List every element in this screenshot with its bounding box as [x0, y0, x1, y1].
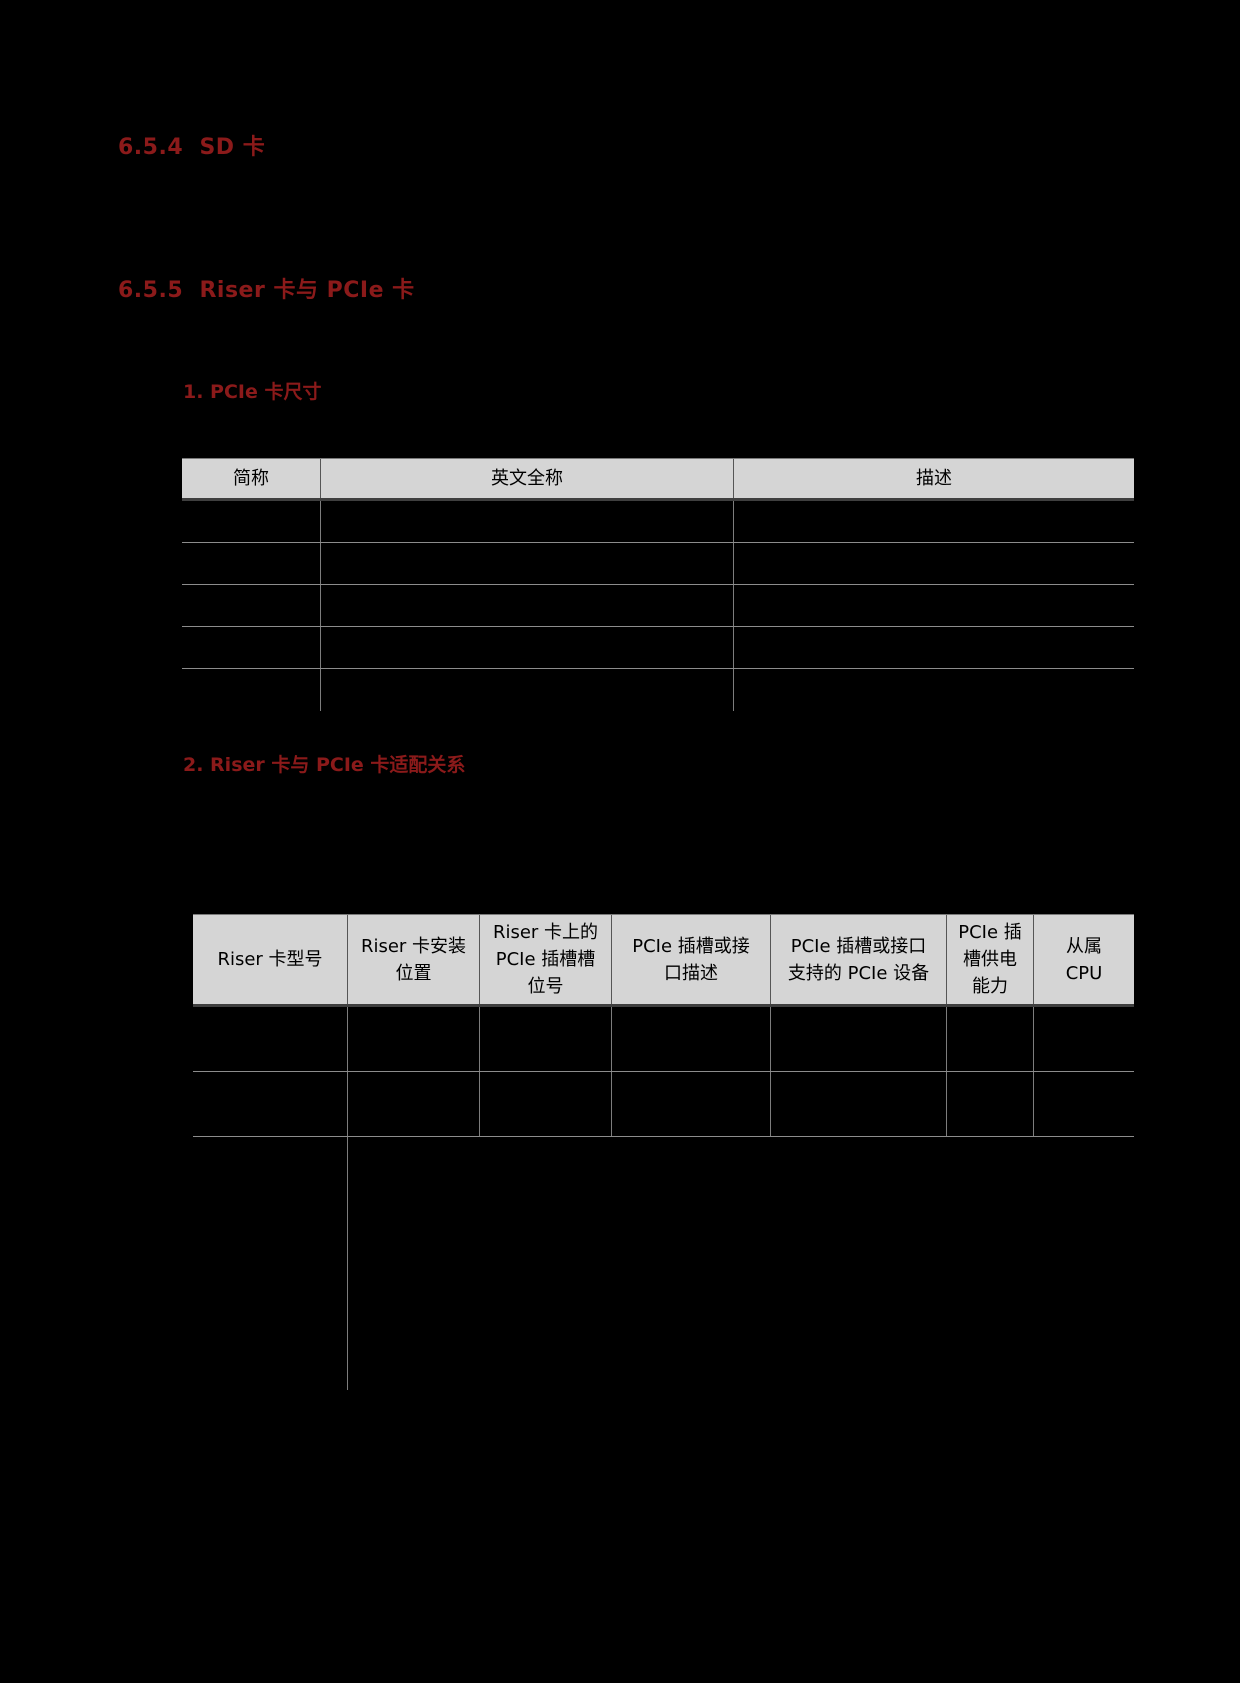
- table-header-cell: PCIe 插槽供电能力: [947, 915, 1034, 1004]
- table-cell: [348, 1007, 480, 1071]
- table-cell: [771, 1072, 947, 1136]
- table-header-cell: 简称: [182, 459, 321, 498]
- table-cell: [734, 627, 1134, 668]
- table-row: [193, 1007, 1134, 1072]
- table-cell: [1034, 1137, 1134, 1390]
- table-cell: [480, 1137, 612, 1390]
- table-cell: [947, 1007, 1034, 1071]
- pcie-size-table-header-row: 简称 英文全称 描述: [182, 458, 1134, 501]
- table-row: [182, 501, 1134, 543]
- table-header-cell: Riser 卡安装位置: [348, 915, 480, 1004]
- table-cell: [182, 627, 321, 668]
- table-header-cell: Riser 卡型号: [193, 915, 348, 1004]
- table-cell: [193, 1007, 348, 1071]
- table-cell: [182, 501, 321, 542]
- riser-table-header-row: Riser 卡型号 Riser 卡安装位置 Riser 卡上的 PCIe 插槽槽…: [193, 914, 1134, 1007]
- table-cell: [182, 585, 321, 626]
- table-cell: [612, 1007, 771, 1071]
- table-cell: [193, 1072, 348, 1136]
- table-cell: [771, 1137, 947, 1390]
- table-header-cell: 从属 CPU: [1065, 935, 1103, 984]
- table-row: [182, 585, 1134, 627]
- table-cell: [480, 1072, 612, 1136]
- table-cell: [321, 585, 734, 626]
- table-cell: [734, 585, 1134, 626]
- table-header-cell: 描述: [916, 468, 952, 489]
- table-header-cell: PCIe 插槽或接口描述: [612, 915, 771, 1004]
- table-row: [193, 1137, 1134, 1390]
- table-cell: [1034, 1007, 1134, 1071]
- table-cell: [182, 543, 321, 584]
- table-header-cell: PCIe 插槽或接口支持的 PCIe 设备: [771, 915, 947, 1004]
- table-cell: [734, 669, 1134, 711]
- table-row: [182, 627, 1134, 669]
- table-cell: [771, 1007, 947, 1071]
- section-heading-6-5-5: 6.5.5 Riser 卡与 PCIe 卡: [118, 278, 415, 303]
- table-cell: [321, 627, 734, 668]
- riser-pcie-mapping-table: Riser 卡型号 Riser 卡安装位置 Riser 卡上的 PCIe 插槽槽…: [193, 914, 1134, 1390]
- table-cell: [182, 669, 321, 711]
- table-header-cell: Riser 卡上的 PCIe 插槽槽位号: [480, 915, 612, 1004]
- table-cell: [947, 1072, 1034, 1136]
- table-cell: [612, 1137, 771, 1390]
- table-cell: [348, 1137, 480, 1390]
- table-row: [182, 543, 1134, 585]
- subheading-riser-pcie-mapping: 2. Riser 卡与 PCIe 卡适配关系: [183, 754, 466, 776]
- table-cell: [480, 1007, 612, 1071]
- table-cell: [321, 543, 734, 584]
- table-header-cell: 英文全称: [321, 459, 734, 498]
- subheading-pcie-card-size: 1. PCIe 卡尺寸: [183, 381, 322, 403]
- table-cell: [734, 501, 1134, 542]
- table-cell: [947, 1137, 1034, 1390]
- table-cell: [612, 1072, 771, 1136]
- table-cell: [321, 501, 734, 542]
- table-cell: [348, 1072, 480, 1136]
- table-cell: [734, 543, 1134, 584]
- table-row: [193, 1072, 1134, 1137]
- pcie-size-table: 简称 英文全称 描述: [182, 458, 1134, 711]
- table-cell: [321, 669, 734, 711]
- table-cell: [193, 1137, 348, 1390]
- table-cell: [1034, 1072, 1134, 1136]
- table-row: [182, 669, 1134, 711]
- section-heading-6-5-4: 6.5.4 SD 卡: [118, 135, 266, 160]
